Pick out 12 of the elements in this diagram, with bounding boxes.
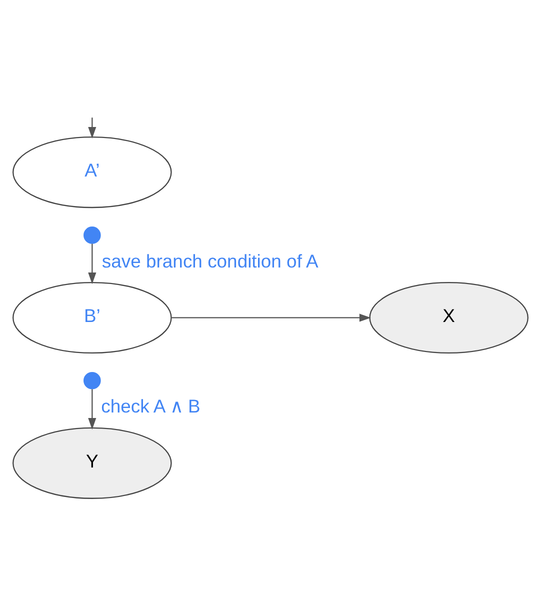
node-ellipse: B’	[12, 282, 172, 354]
node-circle	[84, 372, 101, 390]
edge-label: save branch condition of A	[102, 250, 318, 272]
node-ellipse: A’	[12, 136, 172, 208]
arrow	[88, 389, 96, 430]
node-ellipse: Y	[12, 427, 172, 499]
arrow	[88, 244, 96, 284]
edge-label: check A ∧ B	[101, 396, 200, 417]
node-ellipse: X	[369, 282, 528, 354]
arrow	[172, 314, 371, 322]
arrow	[88, 118, 96, 139]
node-circle	[84, 226, 101, 244]
